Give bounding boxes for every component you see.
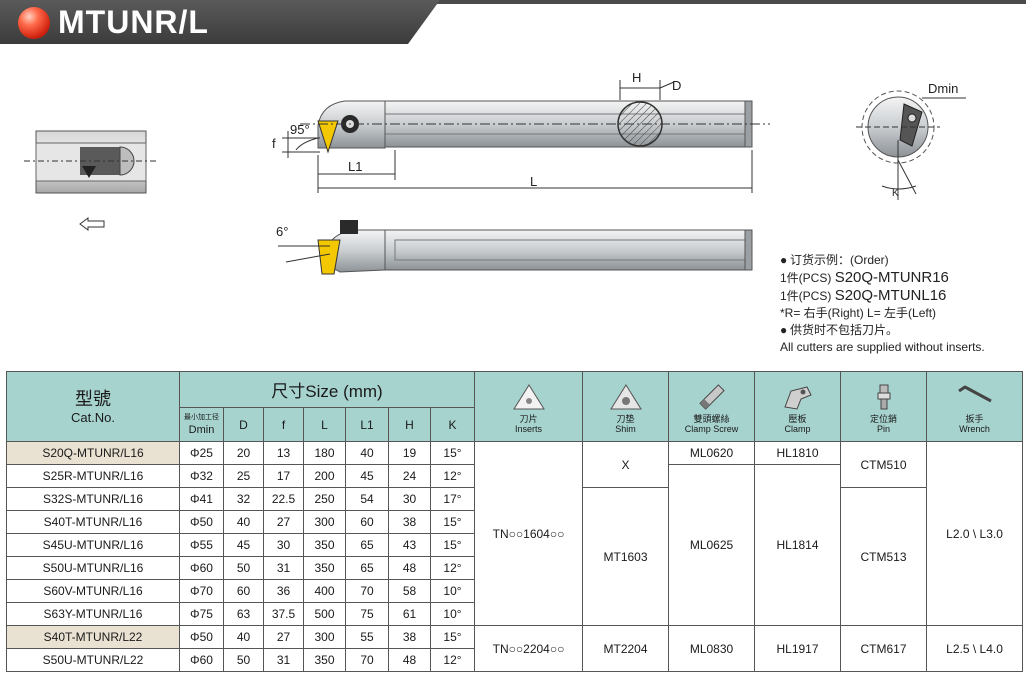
end-view [856, 90, 966, 200]
dim-label-angle95: 95° [290, 122, 310, 137]
shim-icon [609, 384, 642, 410]
screw-ml0620: ML0620 [668, 441, 756, 465]
insert-code-22: TN○○2204○○ [474, 625, 584, 672]
insert-note-en: All cutters are supplied without inserts… [780, 340, 985, 354]
order-code-left: S20Q-MTUNL16 [834, 287, 947, 304]
hand-note: *R= 右手(Right) L= 左手(Left) [780, 306, 937, 320]
insert-note-cn: 供货时不包括刀片。 [790, 323, 899, 337]
order-info: ●订货示例：(Order) 1件(PCS) S20Q-MTUNR16 1件(PC… [780, 253, 985, 354]
dim-label-k: K [892, 188, 899, 199]
shim-none: X [582, 441, 670, 488]
pin-ctm513: CTM513 [840, 487, 928, 626]
header-size: 尺寸Size (mm) [178, 371, 476, 408]
header-l: L [303, 407, 346, 442]
feed-direction-arrow-icon [79, 217, 105, 231]
dim-label-h: H [632, 70, 641, 85]
wrench-16: L2.0 \ L3.0 [926, 441, 1024, 626]
header-model-cn: 型號 [75, 388, 111, 409]
insert-icon [512, 384, 545, 410]
insert-code-16: TN○○1604○○ [474, 441, 584, 626]
screw-ml0830: ML0830 [668, 625, 756, 672]
shim-mt1603: MT1603 [582, 487, 670, 626]
header-l1: L1 [345, 407, 389, 442]
pin-ctm617: CTM617 [840, 625, 928, 672]
header-bullet-icon [18, 7, 50, 39]
boring-bar-top-view [282, 80, 770, 193]
wrench-22: L2.5 \ L4.0 [926, 625, 1024, 672]
dim-label-l1: L1 [348, 159, 362, 174]
dim-label-dmin: Dmin [928, 81, 958, 96]
header-model-en: Cat.No. [70, 409, 116, 425]
pin-icon [877, 384, 891, 410]
wrench-icon [957, 385, 992, 403]
dim-label-d: D [672, 78, 681, 93]
dim-label-l: L [530, 174, 537, 189]
clamp-hl1917: HL1917 [754, 625, 842, 672]
top-rule [0, 0, 1026, 4]
workpiece-sketch [24, 130, 158, 194]
screw-icon [698, 384, 725, 410]
clamp-icon [783, 386, 812, 410]
dim-label-f: f [272, 136, 276, 151]
header-d: D [223, 407, 264, 442]
header-tab [0, 0, 440, 44]
technical-drawing: H D f 95° L1 L 6° Dmin K [24, 70, 966, 275]
clamp-hl1810: HL1810 [754, 441, 842, 465]
dim-label-angle6: 6° [276, 224, 288, 239]
order-qty-1: 1件(PCS) [780, 271, 832, 285]
header-f: f [263, 407, 304, 442]
shim-mt2204: MT2204 [582, 625, 670, 672]
clamp-hl1814: HL1814 [754, 464, 842, 626]
pin-ctm510: CTM510 [840, 441, 928, 488]
order-qty-2: 1件(PCS) [780, 289, 832, 303]
order-example-label: 订货示例：(Order) [790, 253, 889, 267]
screw-ml0625: ML0625 [668, 464, 756, 626]
order-code-right: S20Q-MTUNR16 [834, 269, 949, 286]
header-k: K [429, 407, 476, 442]
page-title: MTUNR/L [58, 4, 209, 40]
header-h: H [388, 407, 431, 442]
boring-bar-side-view [278, 220, 753, 275]
